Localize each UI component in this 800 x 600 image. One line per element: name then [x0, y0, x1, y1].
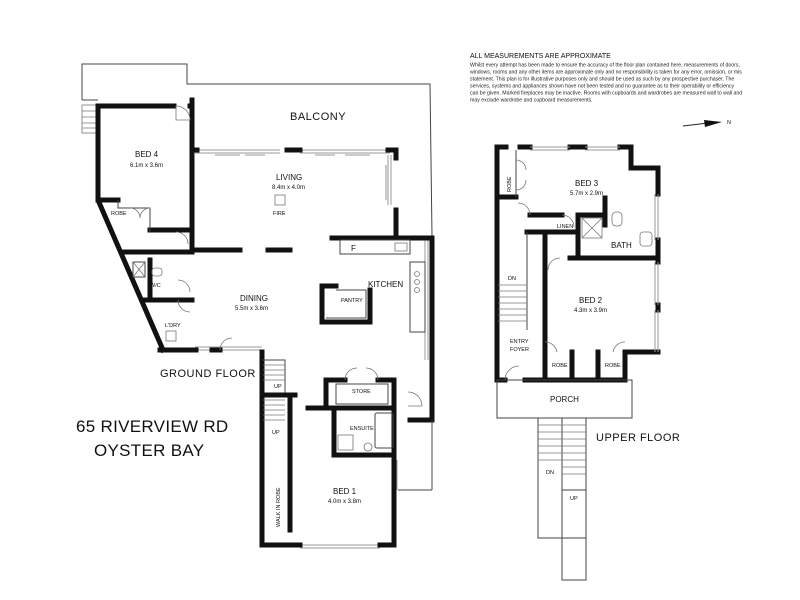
disclaimer-title: ALL MEASUREMENTS ARE APPROXIMATE	[470, 53, 611, 60]
label-porch: PORCH	[550, 395, 579, 404]
label-robe-bed4: ROBE	[111, 211, 127, 217]
label-bed4-size: 6.1m x 3.6m	[130, 163, 163, 169]
address-line-2: OYSTER BAY	[94, 441, 204, 460]
porch-stairs	[537, 417, 587, 581]
disclaimer-line: statement. This plan is for illustrative…	[470, 77, 734, 83]
label-fire: FIRE	[273, 211, 286, 217]
shower-icon	[581, 217, 603, 239]
label-bed2-size: 4.3m x 3.9m	[574, 308, 607, 314]
label-robe-right: ROBE	[605, 363, 621, 369]
upper-stair-treads	[498, 284, 527, 322]
shower-icon	[337, 434, 354, 451]
label-stair-dn: DN	[546, 470, 554, 476]
label-dining-size: 5.5m x 3.6m	[235, 306, 268, 312]
toilet-icon	[151, 267, 163, 277]
label-bed4: BED 4	[135, 150, 159, 159]
label-up-1: UP	[274, 384, 282, 390]
sliding-door-arrows	[215, 154, 387, 200]
toilet-icon	[363, 442, 373, 452]
cooktop-icon	[414, 271, 420, 293]
stair-treads	[263, 364, 285, 421]
label-pantry: PANTRY	[341, 298, 363, 304]
balcony-outline	[81, 63, 433, 237]
label-linen: LINEN	[557, 224, 573, 230]
ground-floor-plan: BALCONY BED 4 6.1m x 3.6m LIVING 8.4m x …	[81, 63, 435, 549]
bath-tub	[374, 412, 394, 449]
laundry-tub	[165, 330, 177, 342]
kitchen-bench	[339, 239, 411, 255]
label-kitchen: KITCHEN	[368, 280, 403, 289]
label-robe-left: ROBE	[552, 363, 568, 369]
ground-floor-title: GROUND FLOOR	[160, 368, 256, 380]
basin-icon	[639, 231, 653, 247]
compass-label: N	[727, 120, 731, 126]
label-bed1-size: 4.0m x 3.8m	[328, 499, 361, 505]
label-bed2: BED 2	[579, 296, 603, 305]
toilet-icon	[611, 211, 623, 227]
pantry-walls	[319, 283, 373, 325]
store-box	[335, 383, 389, 405]
wc-fixture	[132, 261, 146, 278]
sink-icon	[394, 242, 408, 252]
label-bed1: BED 1	[333, 487, 357, 496]
label-foyer: FOYER	[510, 347, 529, 353]
label-robe-upper-top: ROBE	[507, 176, 513, 192]
north-arrow-icon: N	[682, 120, 731, 127]
label-walk-in-robe: WALK IN ROBE	[276, 487, 282, 527]
label-dining: DINING	[240, 294, 268, 303]
upper-floor-plan: ROBE BED 3 5.7m x 2.9m LINEN BATH DN BED…	[494, 144, 680, 581]
label-dn-upper: DN	[508, 276, 516, 282]
label-bed3-size: 5.7m x 2.9m	[570, 191, 603, 197]
disclaimer-line: services, systems and appliances shown h…	[470, 84, 734, 90]
label-living-size: 8.4m x 4.0m	[272, 185, 305, 191]
disclaimer: ALL MEASUREMENTS ARE APPROXIMATE Whilst …	[470, 53, 742, 104]
label-wc: W/C	[150, 283, 161, 289]
disclaimer-line: Whilst every attempt has been made to en…	[470, 63, 740, 69]
label-ensuite: ENSUITE	[350, 426, 374, 432]
label-stair-up: UP	[570, 496, 578, 502]
disclaimer-line: may exclude wardrobe and cupboard measur…	[470, 98, 593, 104]
label-living: LIVING	[276, 173, 302, 182]
label-entry: ENTRY	[510, 339, 529, 345]
label-store: STORE	[352, 389, 371, 395]
label-fridge: F	[351, 244, 356, 253]
label-up-2: UP	[272, 430, 280, 436]
kitchen-counter	[409, 261, 426, 333]
disclaimer-line: can be given. Marked fireplaces may be i…	[470, 91, 742, 97]
windows-upper	[530, 146, 659, 352]
label-balcony: BALCONY	[290, 111, 346, 123]
upper-floor-title: UPPER FLOOR	[596, 432, 680, 444]
label-bath: BATH	[611, 241, 632, 250]
disclaimer-line: windows, rooms and any other items are a…	[470, 70, 742, 76]
address-line-1: 65 RIVERVIEW RD	[76, 417, 229, 436]
fire-icon	[274, 194, 286, 206]
label-laundry: L'DRY	[165, 323, 181, 329]
label-bed3: BED 3	[575, 179, 599, 188]
